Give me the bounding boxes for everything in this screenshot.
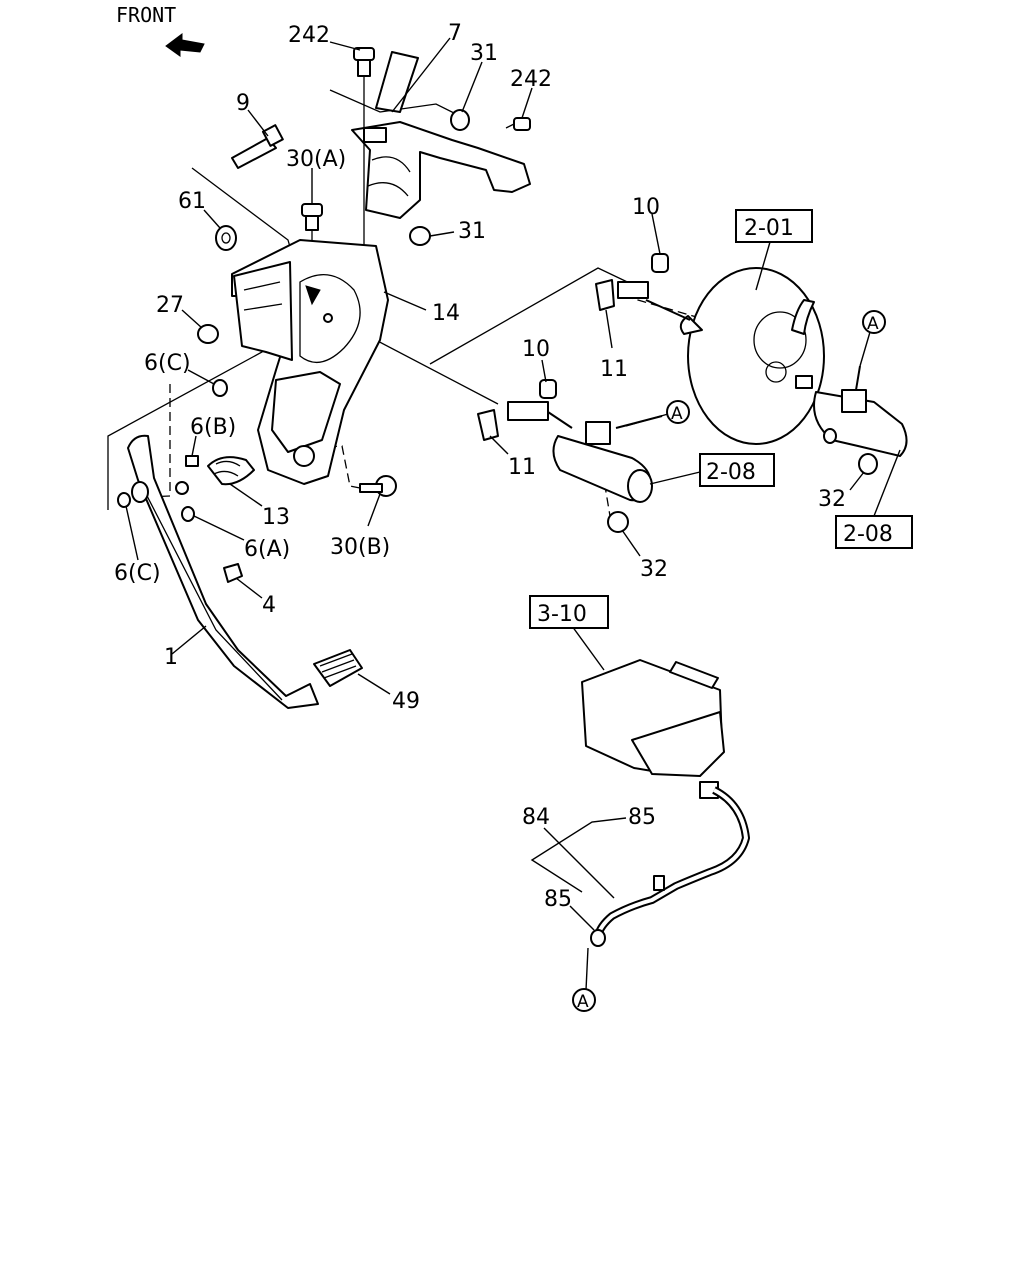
bushing-6c-bottom: [117, 492, 131, 508]
callout-7: 7: [448, 21, 462, 46]
reference-2-08-right[interactable]: 2-08: [835, 515, 913, 549]
connector-a-hose: A: [572, 988, 596, 1012]
brake-master-cylinder: [813, 365, 908, 457]
callout-6c-top: 6(C): [144, 351, 191, 376]
pedal-bracket: [231, 239, 389, 485]
alignment-line-rod: [371, 337, 499, 405]
alignment-line-bracket: [329, 89, 461, 117]
callout-1: 1: [164, 645, 178, 670]
clutch-pedal-arm: [127, 434, 363, 709]
callout-31-top: 31: [470, 41, 498, 66]
leader-lines: [125, 37, 901, 991]
callout-14: 14: [432, 301, 460, 326]
reference-2-01[interactable]: 2-01: [735, 209, 813, 243]
callout-4: 4: [262, 593, 276, 618]
bushing-6c-top: [212, 379, 228, 397]
callout-30b: 30(B): [330, 535, 390, 560]
washer-61: [215, 225, 237, 251]
callout-84: 84: [522, 805, 550, 830]
callout-labels: 242 7 31 242 9 30(A) 61 31 10 27 14 11 6…: [114, 21, 846, 912]
connector-a-hose-label: A: [577, 992, 589, 1012]
callout-9: 9: [236, 91, 250, 116]
callout-242-right: 242: [510, 67, 552, 92]
upper-bracket: [351, 51, 531, 219]
callout-31-mid: 31: [458, 219, 486, 244]
bolt-242-right: [505, 117, 531, 131]
reference-2-08-mid-label: 2-08: [706, 460, 756, 485]
reference-3-10-label: 3-10: [537, 602, 587, 627]
connector-a-cylinder-label: A: [671, 404, 683, 424]
callout-85-bottom: 85: [544, 887, 572, 912]
bolt-242-top: [353, 47, 375, 77]
nut-32-right: [858, 453, 878, 475]
brake-booster: [645, 267, 825, 445]
clutch-master-cylinder: [507, 401, 663, 503]
callout-10-top: 10: [632, 195, 660, 220]
callout-30a: 30(A): [286, 147, 346, 172]
connector-a-booster-label: A: [867, 314, 879, 334]
callout-49: 49: [392, 689, 420, 714]
reference-2-08-mid[interactable]: 2-08: [699, 453, 775, 487]
bolt-30a: [301, 203, 323, 231]
bolt-30b: [359, 475, 397, 497]
callout-61: 61: [178, 189, 206, 214]
nut-31-mid: [409, 226, 431, 246]
fluid-reservoir: [581, 659, 725, 799]
clip-11-mid: [477, 409, 499, 441]
callout-85-top: 85: [628, 805, 656, 830]
callout-32-right: 32: [818, 487, 846, 512]
connector-a-cylinder: A: [666, 400, 690, 424]
bushing-6a: [181, 506, 195, 522]
nut-27: [197, 324, 219, 344]
switch-4: [223, 563, 243, 583]
callout-242-top: 242: [288, 23, 330, 48]
connector-a-booster: A: [862, 310, 886, 334]
reference-3-10[interactable]: 3-10: [529, 595, 609, 629]
callout-6b: 6(B): [190, 415, 236, 440]
pedal-pad: [313, 649, 363, 687]
bolt-9: [231, 124, 284, 169]
callout-6a: 6(A): [244, 537, 290, 562]
nut-31-top: [450, 109, 470, 131]
reference-2-08-right-label: 2-08: [843, 522, 893, 547]
reservoir-hose: [590, 786, 750, 947]
callout-6c-bottom: 6(C): [114, 561, 161, 586]
return-spring: [207, 456, 255, 486]
callout-13: 13: [262, 505, 290, 530]
callout-32-mid: 32: [640, 557, 668, 582]
check-valve-10-mid: [539, 379, 557, 399]
callout-10-mid: 10: [522, 337, 550, 362]
front-arrow-icon: [165, 33, 205, 57]
nut-32-mid: [607, 511, 629, 533]
clip-6b: [185, 455, 199, 467]
front-label: FRONT: [116, 3, 176, 27]
clip-11-top: [595, 279, 649, 311]
callout-11-top: 11: [600, 357, 628, 382]
callout-11-mid: 11: [508, 455, 536, 480]
callout-27: 27: [156, 293, 184, 318]
check-valve-10-top: [651, 253, 669, 273]
reference-2-01-label: 2-01: [744, 216, 794, 241]
